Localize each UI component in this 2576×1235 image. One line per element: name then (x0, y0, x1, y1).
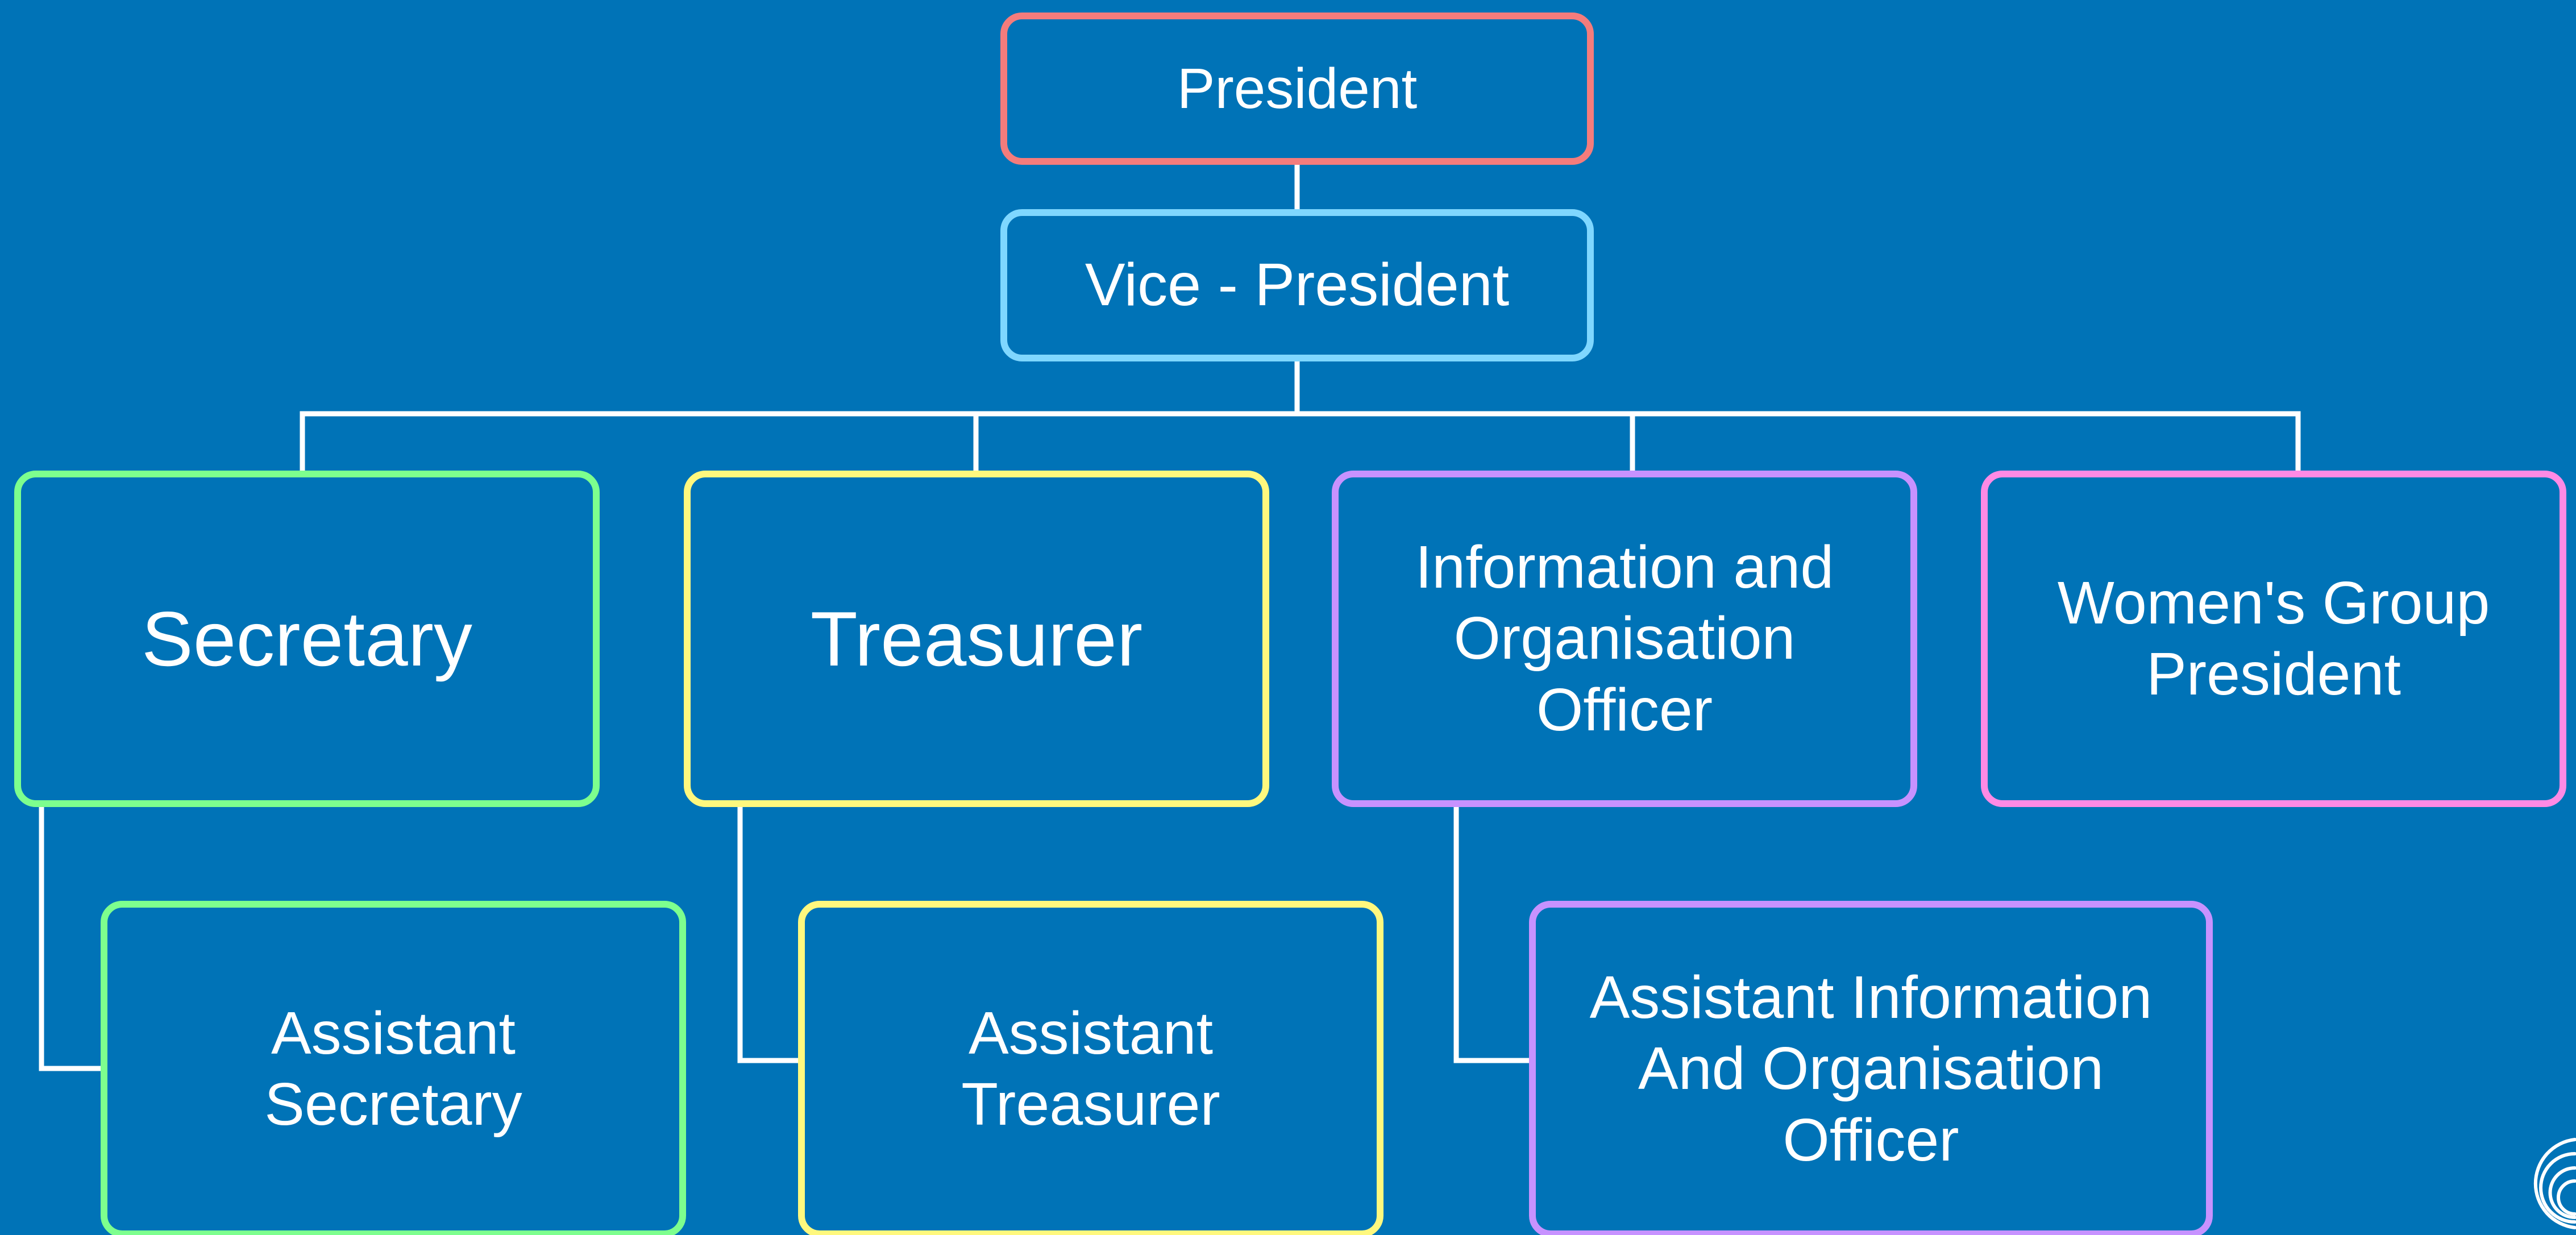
womens-group-president-box: Women's Group President (1981, 471, 2566, 807)
wave-arcs-icon (2533, 1138, 2576, 1229)
connector-secretary-assistant (39, 804, 103, 1071)
treasurer-label: Treasurer (810, 595, 1143, 682)
vice-president-label: Vice - President (1085, 251, 1510, 319)
assistant-treasurer-box: Assistant Treasurer (798, 901, 1383, 1235)
president-label: President (1177, 57, 1418, 120)
connector-info-officer-assistant (1453, 804, 1532, 1063)
assistant-secretary-label: Assistant Secretary (264, 999, 522, 1138)
vice-president-box: Vice - President (1000, 209, 1594, 361)
president-box: President (1000, 13, 1594, 165)
womens-group-president-label: Women's Group President (2057, 569, 2490, 708)
assistant-secretary-box: Assistant Secretary (101, 901, 686, 1235)
assistant-information-organisation-officer-label: Assistant Information And Organisation O… (1589, 964, 2153, 1174)
information-organisation-officer-label: Information and Organisation Officer (1415, 534, 1834, 743)
secretary-box: Secretary (14, 471, 600, 807)
assistant-information-organisation-officer-box: Assistant Information And Organisation O… (1529, 901, 2213, 1235)
assistant-treasurer-label: Assistant Treasurer (961, 999, 1220, 1138)
secretary-label: Secretary (142, 595, 472, 682)
information-organisation-officer-box: Information and Organisation Officer (1332, 471, 1917, 807)
connector-treasurer-assistant (737, 804, 801, 1063)
treasurer-box: Treasurer (684, 471, 1269, 807)
